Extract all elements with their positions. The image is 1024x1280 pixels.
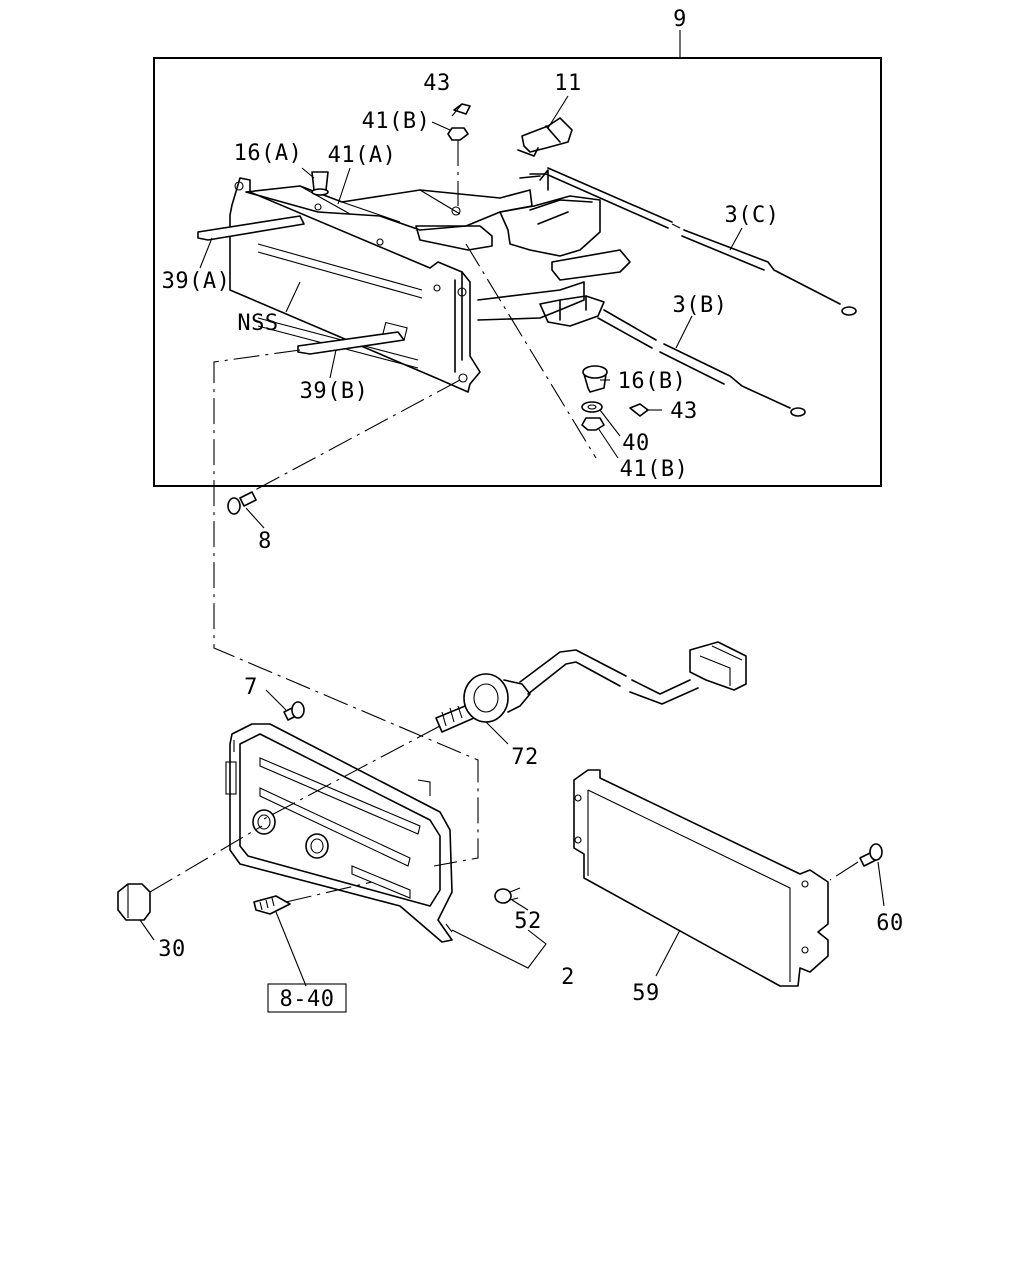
- label-part-40: 40: [622, 431, 650, 456]
- clip-43-right: [629, 403, 649, 417]
- cable-clamp-upper: [499, 169, 631, 281]
- retainer-41b-upper: [447, 127, 469, 141]
- switch-72: [435, 673, 531, 733]
- screw-8: [227, 491, 257, 515]
- retainer-41b-lower: [581, 417, 605, 431]
- label-part-16a: 16(A): [234, 141, 303, 166]
- leader-lines: [139, 95, 885, 987]
- centerline-knob: [149, 825, 263, 893]
- label-part-2: 2: [561, 965, 575, 990]
- link-39a: [197, 215, 305, 241]
- assembly-frame: [153, 57, 882, 487]
- label-part-8: 8: [258, 529, 272, 554]
- label-part-39b: 39(B): [300, 379, 369, 404]
- label-part-41b-bottom: 41(B): [620, 457, 689, 482]
- wire-harness: [519, 641, 747, 705]
- cable-3c: [529, 167, 857, 316]
- cable-3b: [597, 309, 806, 417]
- connector-8-40: [253, 895, 291, 915]
- label-nss: NSS: [237, 311, 278, 336]
- control-panel-2: [225, 723, 453, 943]
- label-part-3b: 3(B): [673, 293, 728, 318]
- centerline-upper-4: [213, 349, 479, 867]
- link-39b: [297, 331, 405, 355]
- label-part-39a: 39(A): [162, 269, 231, 294]
- label-part-72: 72: [511, 745, 539, 770]
- label-part-11: 11: [554, 71, 582, 96]
- label-part-9: 9: [673, 7, 687, 32]
- label-ref-8-40: 8-40: [280, 987, 335, 1012]
- screw-60: [859, 843, 883, 867]
- cable-clamp-lower: [539, 295, 605, 327]
- centerline-switch: [261, 725, 441, 821]
- label-part-3c: 3(C): [725, 203, 780, 228]
- label-part-16b: 16(B): [618, 369, 687, 394]
- label-part-43-right: 43: [670, 399, 698, 424]
- pin-16b: [582, 365, 608, 393]
- bulb-52: [494, 887, 521, 904]
- washer-40: [581, 401, 603, 413]
- clip-43-top: [453, 103, 471, 115]
- centerline-screw-60: [829, 861, 859, 881]
- label-part-30: 30: [158, 937, 186, 962]
- screw-7: [283, 701, 305, 721]
- label-part-60: 60: [876, 911, 904, 936]
- centerline-upper-2: [465, 243, 597, 459]
- knob-30: [117, 883, 151, 921]
- label-part-41b-top: 41(B): [362, 109, 431, 134]
- clip-11: [517, 117, 573, 157]
- label-part-7: 7: [244, 675, 258, 700]
- label-part-43-top: 43: [423, 71, 451, 96]
- label-part-41a: 41(A): [328, 143, 397, 168]
- label-part-52: 52: [514, 909, 542, 934]
- centerline-connector: [285, 881, 373, 903]
- cover-plate-59: [573, 769, 829, 987]
- pin-16a: [311, 171, 329, 196]
- label-part-59: 59: [632, 981, 660, 1006]
- ref-box-8-40: [267, 983, 347, 1013]
